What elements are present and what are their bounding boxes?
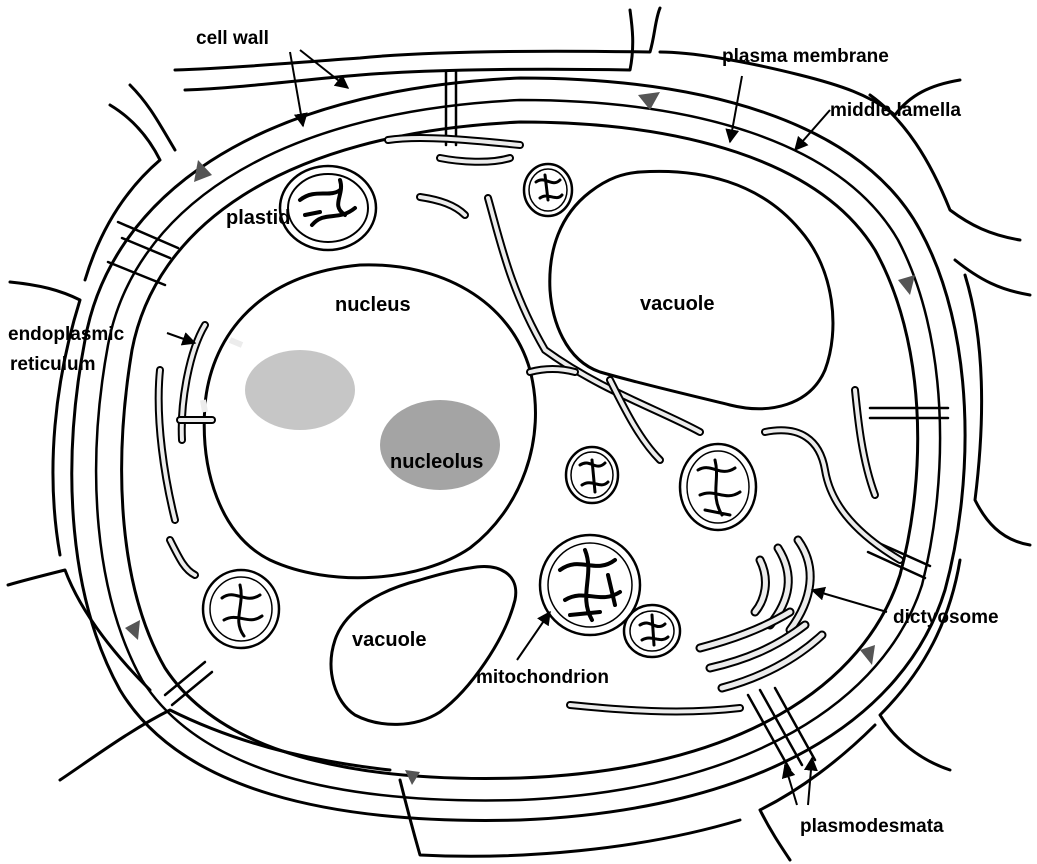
- plastid: [280, 166, 376, 250]
- arrow-cell-wall-outer: [300, 50, 348, 88]
- arrow-endoplasmic-reticulum: [167, 333, 195, 343]
- label-vacuole-large: vacuole: [640, 293, 714, 315]
- label-dictyosome: dictyosome: [893, 607, 999, 628]
- arrow-plasmodesmata-1: [785, 765, 797, 805]
- nucleolus: [380, 400, 500, 490]
- mitochondrion-3: [680, 444, 756, 530]
- label-plasmodesmata: plasmodesmata: [800, 816, 944, 837]
- label-cell-wall: cell wall: [196, 28, 269, 49]
- label-nucleolus: nucleolus: [390, 451, 483, 473]
- label-endoplasmic: endoplasmic: [8, 324, 125, 345]
- mitochondrion-5: [624, 605, 680, 657]
- label-nucleus: nucleus: [335, 294, 411, 316]
- mitochondrion-2: [566, 447, 618, 503]
- vacuole-large: [550, 171, 833, 408]
- arrow-middle-lamella: [795, 110, 830, 150]
- mitochondrion-4: [540, 535, 640, 635]
- arrow-plasma-membrane: [730, 76, 742, 142]
- arrow-dictyosome: [812, 590, 887, 612]
- label-plastid: plastid: [226, 207, 290, 229]
- label-middle-lamella: middle lamella: [830, 100, 961, 121]
- label-mitochondrion: mitochondrion: [476, 667, 609, 688]
- arrow-mitochondrion: [517, 612, 550, 660]
- label-reticulum: reticulum: [10, 354, 96, 375]
- label-vacuole-small: vacuole: [352, 629, 426, 651]
- dictyosome: [700, 540, 822, 688]
- mitochondrion-1: [524, 164, 572, 216]
- label-plasma-membrane: plasma membrane: [722, 46, 889, 67]
- mitochondrion-6: [203, 570, 279, 648]
